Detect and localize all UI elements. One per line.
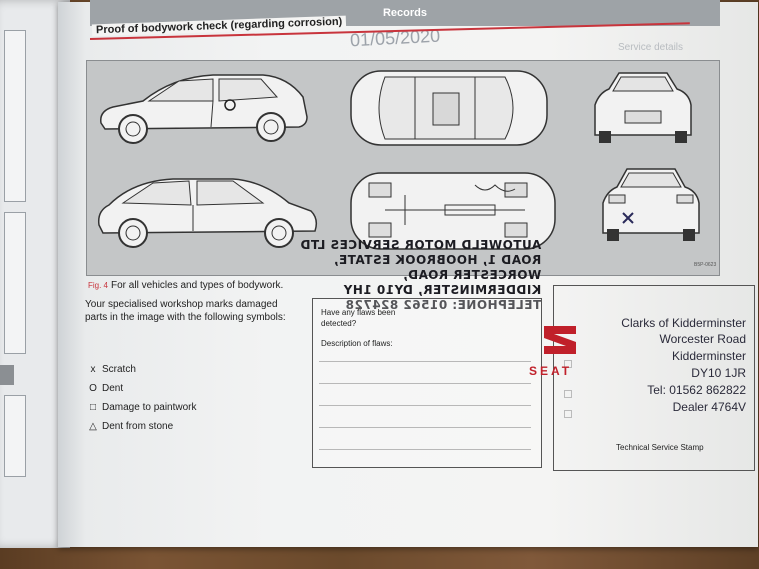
flaws-question: Have any flaws been detected? — [321, 308, 396, 328]
car-rear-view — [602, 168, 700, 241]
dealer-line: Clarks of Kidderminster — [621, 316, 746, 330]
car-front-view — [594, 72, 692, 143]
dealer-line: DY10 1JR — [691, 366, 746, 380]
stone-dent-symbol: △ — [89, 421, 97, 432]
flaws-form: Have any flaws been detected? Descriptio… — [312, 298, 542, 468]
previous-page-box — [4, 212, 26, 354]
car-top-view — [350, 70, 548, 146]
legend-label: Dent — [102, 383, 124, 394]
legend-label: Dent from stone — [102, 421, 174, 432]
seat-logo-icon — [544, 326, 576, 354]
ink-stamp-line: ROAD 1, HOOBROOK ESTATE, — [333, 253, 542, 267]
car-side-view-left — [97, 178, 318, 248]
car-body-diagram — [86, 60, 720, 276]
figure-code: B5P-0623 — [694, 262, 717, 268]
car-underside-view — [350, 172, 556, 250]
figure-number: Fig. 4 — [88, 281, 109, 290]
dealer-line: Worcester Road — [659, 332, 746, 346]
faint-checkbox — [564, 360, 572, 368]
figure-caption-text: For all vehicles and types of bodywork. — [111, 280, 284, 291]
ink-stamp-line: KIDDERMINSTER, DY10 1HY — [343, 283, 542, 297]
dent-symbol: O — [89, 383, 97, 394]
seat-brand-name: SEAT — [529, 364, 573, 378]
previous-page-box — [4, 395, 26, 477]
scratch-symbol: x — [90, 364, 96, 375]
stamp-label: Technical Service Stamp — [616, 443, 704, 452]
form-line — [319, 449, 531, 450]
dealer-line: Kidderminster — [671, 349, 746, 363]
instructions-text: Your specialised workshop marks damaged … — [85, 299, 286, 323]
form-line — [319, 383, 531, 384]
dealer-line: Dealer 4764V — [672, 400, 746, 414]
ink-stamp-line: AUTOWELD MOTOR SERVICES LTD — [300, 238, 542, 252]
faint-service-label: Service details — [618, 42, 684, 53]
form-line — [319, 405, 531, 406]
legend-item-stone-dent: △ Dent from stone — [86, 421, 286, 432]
paintwork-symbol: □ — [89, 402, 97, 413]
legend-item-dent: O Dent — [86, 383, 286, 394]
car-side-view-right — [100, 74, 308, 144]
dealer-line: Tel: 01562 862822 — [647, 383, 746, 397]
description-label: Description of flaws: — [321, 339, 393, 348]
form-line — [319, 361, 531, 362]
technical-service-stamp-box: Clarks of Kidderminster Worcester Road K… — [553, 285, 755, 471]
ink-stamp-line: WORCESTER ROAD, — [402, 268, 542, 282]
previous-page-box — [4, 30, 26, 202]
legend-item-paintwork: □ Damage to paintwork — [86, 402, 286, 413]
legend-item-scratch: x Scratch — [86, 364, 286, 375]
faint-checkbox — [564, 410, 572, 418]
legend-label: Damage to paintwork — [102, 402, 197, 413]
faint-checkbox — [564, 390, 572, 398]
previous-page-tab — [0, 365, 14, 385]
form-line — [319, 427, 531, 428]
legend-label: Scratch — [102, 364, 136, 375]
